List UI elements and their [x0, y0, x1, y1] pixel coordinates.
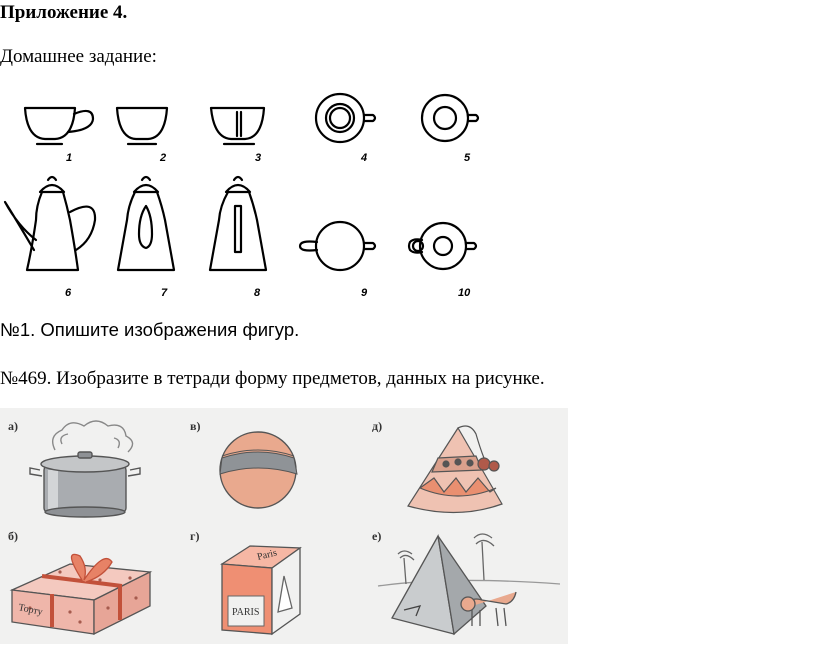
label-e: е) — [372, 529, 381, 543]
label-a: а) — [8, 419, 18, 433]
label-b: б) — [8, 529, 18, 543]
label-v: в) — [190, 419, 200, 433]
cube-illustration: PARIS Paris — [220, 545, 302, 636]
hat-illustration — [407, 425, 503, 514]
teapot-top-view — [298, 220, 377, 272]
teapot-side-view — [3, 175, 97, 272]
view-label-10: 10 — [458, 287, 471, 299]
task-1: №1. Опишите изображения фигур. — [0, 319, 300, 340]
task-469: №469. Изобразите в тетради форму предмет… — [0, 368, 545, 389]
views-figure: 1 2 3 4 5 6 7 8 9 10 — [3, 92, 480, 299]
pot-illustration — [29, 420, 141, 518]
cube-text-front: PARIS — [232, 607, 259, 618]
page-heading: Приложение 4. — [0, 2, 128, 23]
view-label-6: 6 — [65, 287, 72, 299]
ball-illustration — [219, 431, 298, 509]
objects-figure: а) в) д) б) г) е) — [0, 408, 568, 644]
teapot-top-view-lid — [407, 221, 478, 271]
cup-front-view — [209, 106, 266, 146]
cube-text-top: Paris — [256, 547, 278, 563]
pyramid-illustration — [377, 533, 561, 636]
gift-inscription: Торту — [17, 602, 43, 618]
view-label-4: 4 — [360, 152, 367, 164]
label-d: д) — [372, 419, 382, 433]
gift-illustration: Торту — [9, 553, 153, 636]
view-label-9: 9 — [361, 287, 368, 299]
label-g: г) — [190, 529, 199, 543]
homework-label: Домашнее задание: — [0, 46, 157, 67]
teapot-back-view — [208, 175, 268, 272]
view-label-8: 8 — [254, 287, 261, 299]
teapot-front-view — [116, 175, 176, 272]
cup-back-view — [115, 106, 169, 146]
view-label-3: 3 — [255, 152, 261, 164]
cup-top-view — [314, 92, 377, 144]
view-label-2: 2 — [159, 152, 166, 164]
view-label-5: 5 — [464, 152, 471, 164]
cup-side-view — [23, 106, 95, 146]
view-label-1: 1 — [66, 152, 72, 164]
cup-bottom-view — [420, 93, 480, 143]
view-label-7: 7 — [161, 287, 168, 299]
